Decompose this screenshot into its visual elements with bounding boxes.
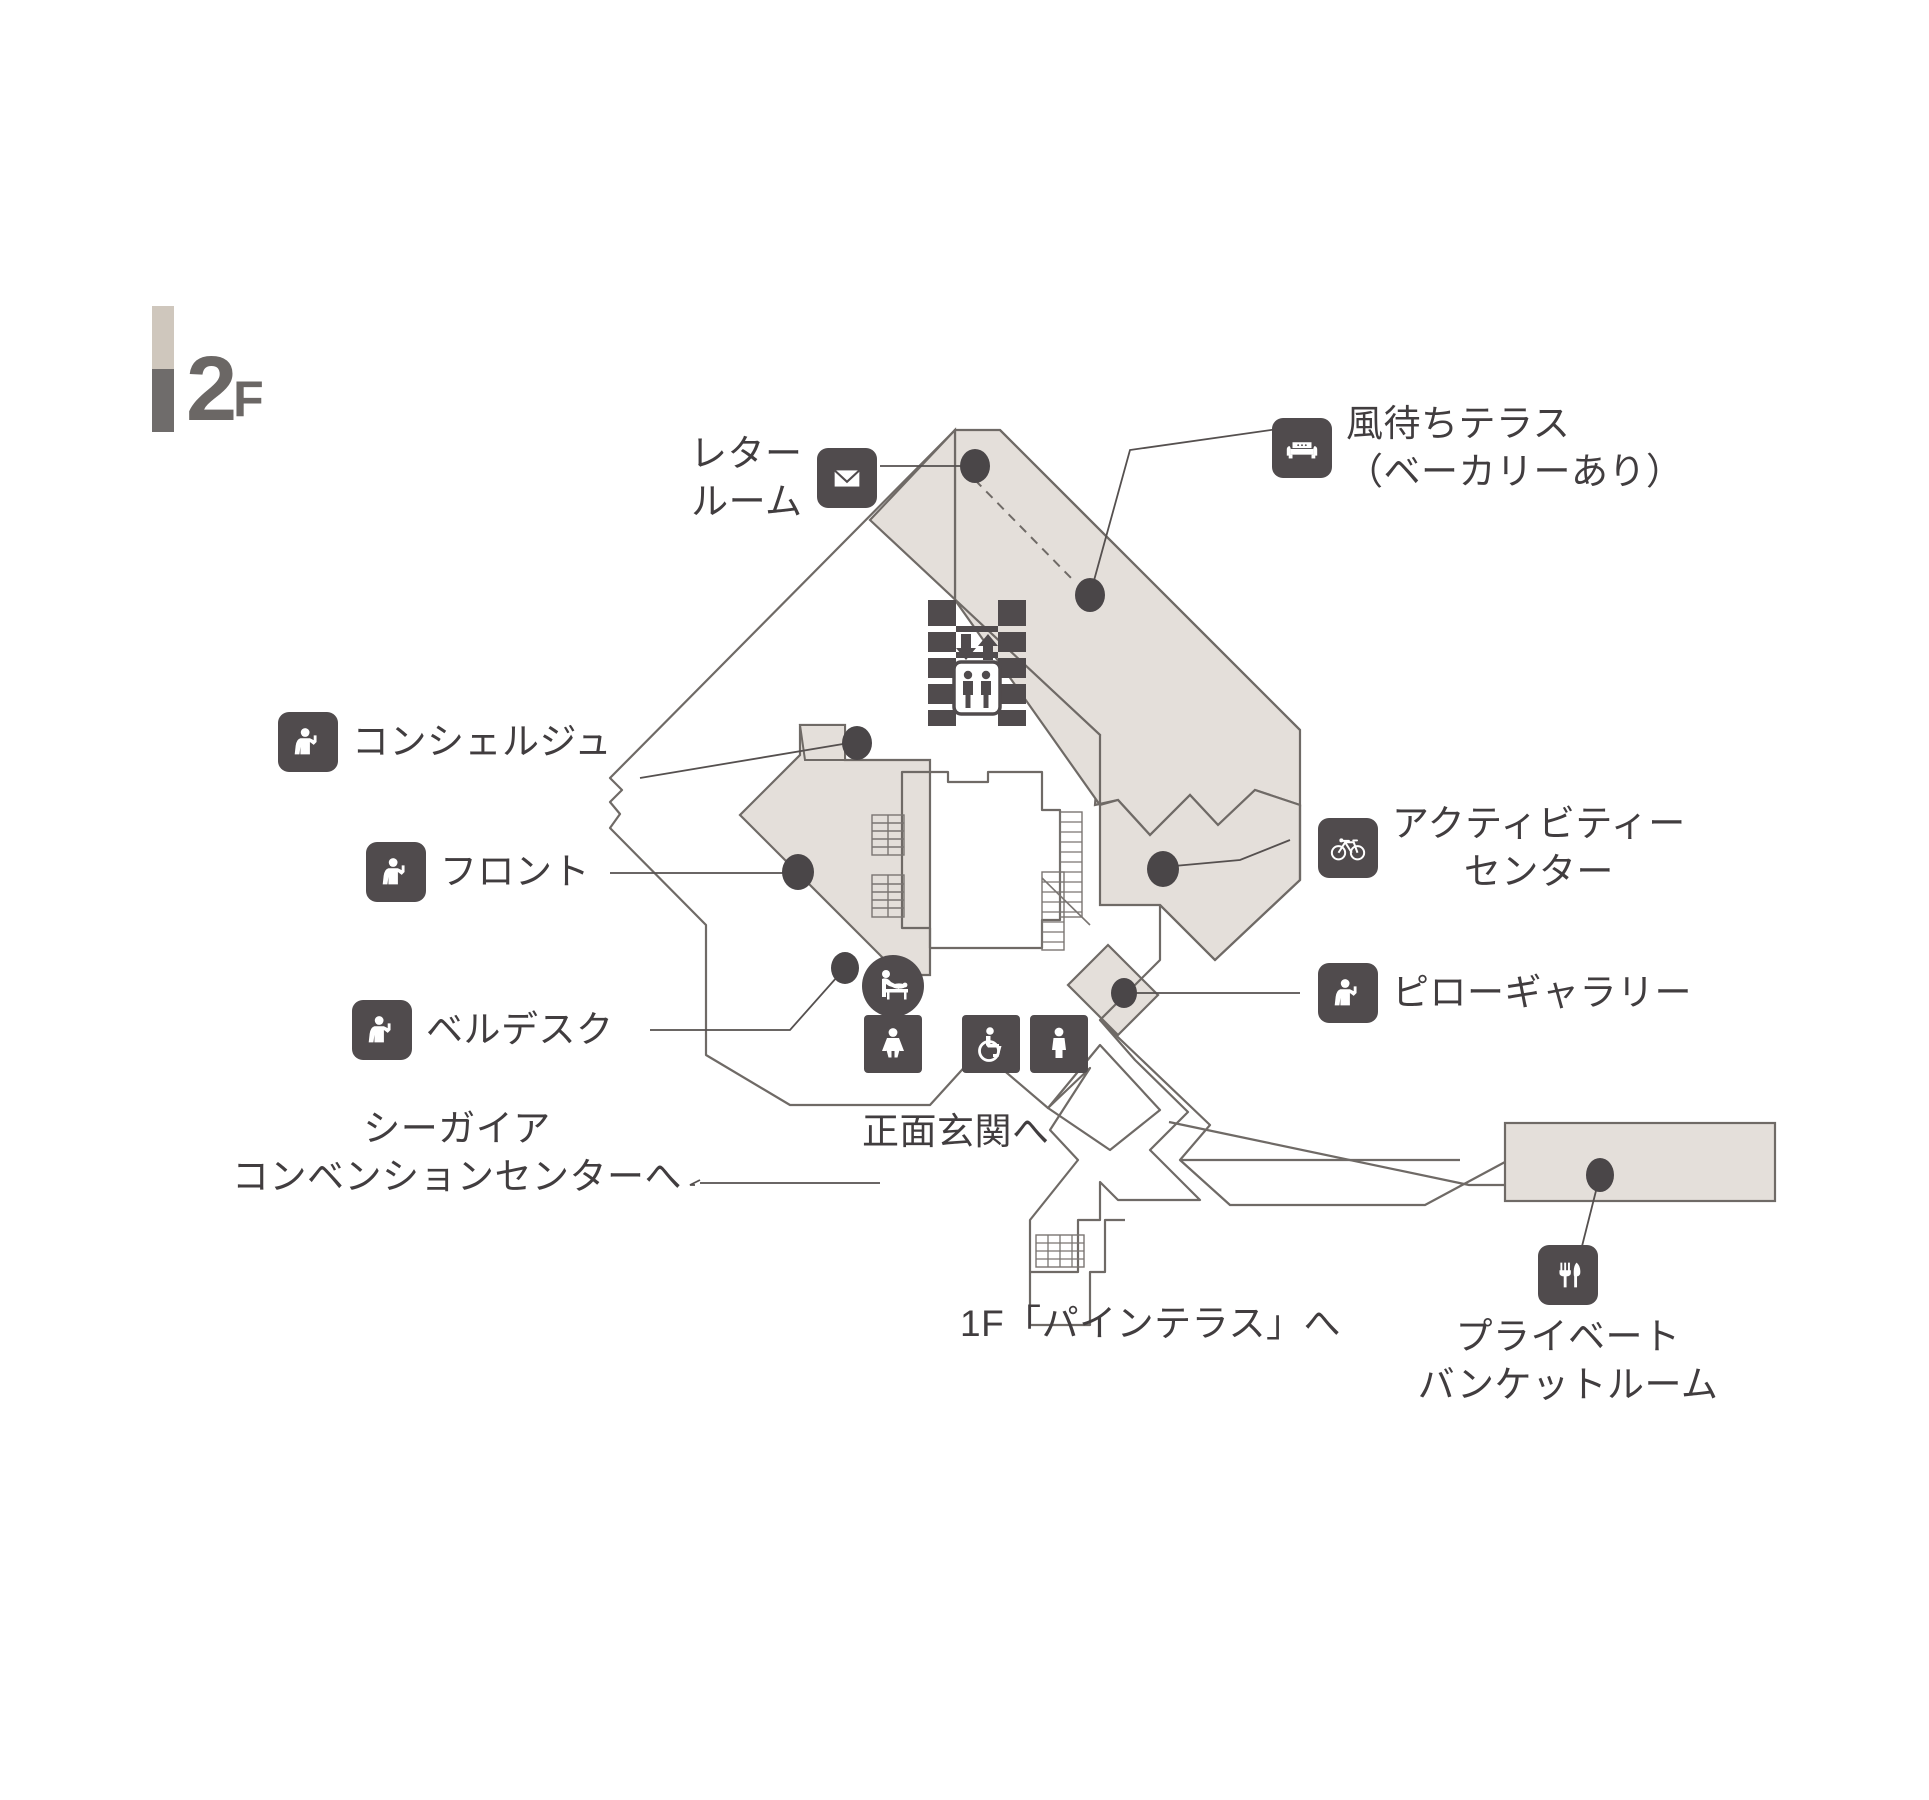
cutlery-icon: [1538, 1245, 1598, 1305]
zone-front-concierge: [738, 723, 932, 977]
elevator-icon: [928, 600, 1026, 726]
outline-lower-right: [1098, 905, 1506, 1207]
label-main-entrance[interactable]: 正面玄関へ: [862, 1108, 1050, 1155]
womens-restroom-icon: [864, 1015, 922, 1073]
label-bell-desk[interactable]: ベルデスク: [352, 1000, 614, 1060]
zone-activity-center: [1098, 788, 1302, 962]
label-bell-desk-caption: ベルデスク: [426, 1009, 614, 1051]
dot-pillow-gallery: [1111, 978, 1137, 1008]
outline-right-upper: [999, 429, 1301, 731]
bicycle-icon: [1318, 818, 1378, 879]
terrace-dashed-divider: [974, 479, 1076, 583]
banquet-line1: プライベート: [1455, 1316, 1681, 1357]
staff-person-icon: [1318, 963, 1378, 1023]
label-seagaia-convention-center[interactable]: シーガイア コンベンションセンターへ: [232, 1105, 682, 1201]
dot-front-desk: [782, 854, 814, 890]
letter-room-line2: ルーム: [691, 481, 803, 523]
floor-badge-bar-top: [152, 306, 174, 369]
letter-room-line1: レター: [690, 433, 803, 474]
mens-restroom-icon: [1030, 1015, 1088, 1073]
label-pillow-gallery[interactable]: ピローギャラリー: [1318, 963, 1692, 1023]
label-kazemachi-caption: 風待ちテラス （ベーカリーあり）: [1346, 400, 1684, 496]
label-kazemachi-terrace[interactable]: 風待ちテラス （ベーカリーあり）: [1272, 400, 1684, 496]
leader-activity: [1162, 839, 1291, 868]
label-pine-terrace[interactable]: 1F「パインテラス」へ: [960, 1300, 1341, 1347]
label-seagaia-caption: シーガイア コンベンションセンターへ: [232, 1105, 682, 1201]
floor-suffix: F: [233, 371, 264, 428]
wheelchair-accessible-icon: [962, 1015, 1020, 1073]
banquet-line2: バンケットルーム: [1417, 1364, 1719, 1406]
central-atrium-void: [900, 770, 1062, 950]
leader-bell-desk: [650, 967, 846, 1031]
staff-person-icon: [278, 712, 338, 772]
label-private-banquet-room[interactable]: プライベート バンケットルーム: [1418, 1245, 1718, 1409]
stair-left-upper: [871, 814, 905, 856]
dot-bell-desk: [831, 952, 859, 984]
outline-entrance-lower: [1168, 1120, 1505, 1187]
stair-entrance: [1035, 1234, 1085, 1268]
label-banquet-caption: プライベート バンケットルーム: [1418, 1313, 1719, 1409]
label-letter-room-caption: レター ルーム: [690, 430, 803, 526]
kazemachi-line2: （ベーカリーあり）: [1346, 451, 1684, 493]
label-front-desk[interactable]: フロント: [366, 842, 590, 902]
activity-line1: アクティビティー: [1392, 803, 1686, 844]
armchair-icon: [1272, 418, 1332, 479]
stair-left-lower: [871, 874, 905, 918]
outline-entrance-left: [890, 1048, 1092, 1272]
envelope-icon: [816, 448, 877, 509]
baby-changing-icon: [862, 955, 924, 1017]
dot-concierge: [842, 726, 872, 760]
leader-kazemachi: [1089, 427, 1286, 596]
seagaia-line1: シーガイア: [363, 1108, 551, 1149]
floor-number: 2: [186, 338, 237, 441]
label-pillow-gallery-caption: ピローギャラリー: [1392, 972, 1692, 1014]
dot-banquet: [1586, 1158, 1614, 1192]
label-activity-center[interactable]: アクティビティー センター: [1318, 800, 1686, 896]
label-front-desk-caption: フロント: [440, 851, 590, 893]
dot-activity: [1147, 851, 1179, 887]
label-main-entrance-caption: 正面玄関へ: [862, 1111, 1050, 1152]
floor-badge-bar: [152, 306, 174, 432]
leader-concierge: [639, 741, 856, 779]
floor-badge: 2 F: [152, 306, 266, 441]
floor-badge-bar-bottom: [152, 369, 174, 432]
seagaia-line2: コンベンションセンターへ: [232, 1156, 682, 1198]
stair-right-lower: [1041, 871, 1065, 951]
label-concierge[interactable]: コンシェルジュ: [278, 712, 612, 772]
zone-concierge-nub: [798, 724, 846, 761]
activity-line2: センター: [1463, 851, 1614, 893]
label-concierge-caption: コンシェルジュ: [352, 721, 612, 763]
kazemachi-line1: 風待ちテラス: [1346, 403, 1571, 444]
staff-person-icon: [352, 1000, 412, 1060]
leader-seagaia: [689, 1179, 701, 1186]
staff-person-icon: [366, 842, 426, 902]
outline-right-lower: [1159, 805, 1302, 962]
label-activity-caption: アクティビティー センター: [1392, 800, 1686, 896]
stair-right-upper: [1059, 811, 1083, 918]
label-letter-room[interactable]: レター ルーム: [690, 430, 877, 526]
dot-letter-room: [960, 449, 990, 483]
label-pine-terrace-caption: 1F「パインテラス」へ: [960, 1303, 1341, 1344]
zone-private-banquet-room: [1503, 1121, 1777, 1203]
dot-kazemachi: [1075, 578, 1105, 612]
